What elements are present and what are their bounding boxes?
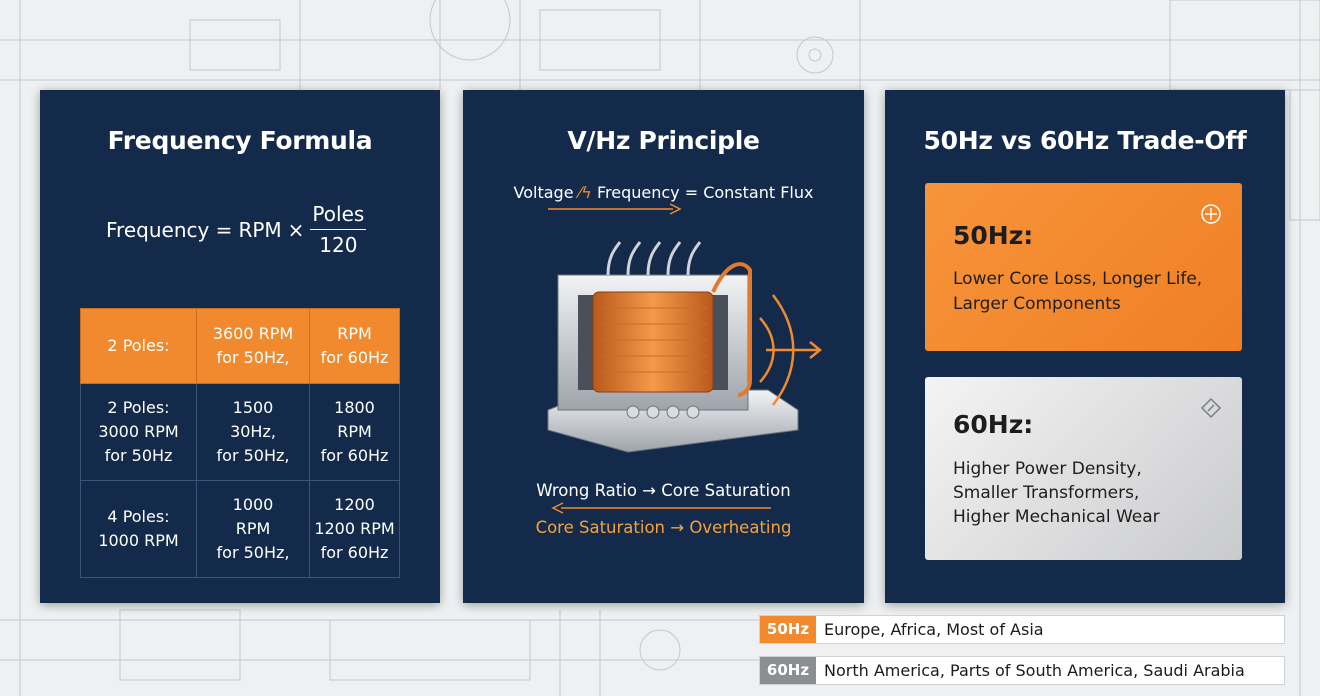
table-cell: 4 Poles: 1000 RPM <box>80 480 197 578</box>
table-header-row: 2 Poles: 3600 RPM for 50Hz, RPM for 60Hz <box>80 308 400 384</box>
fraction-numerator: Poles <box>310 202 367 230</box>
crosshair-icon <box>1201 204 1221 224</box>
card-line: Larger Components <box>953 294 1121 314</box>
table-cell: 1000 RPM for 50Hz, <box>196 480 310 578</box>
card-title: 60Hz: <box>953 410 1034 439</box>
cell-line: 3000 RPM <box>98 422 179 441</box>
cell-line: for 50Hz, <box>216 348 290 367</box>
equation-result: = Constant Flux <box>684 183 814 202</box>
legend-tag: 60Hz <box>760 657 816 684</box>
formula-times: × <box>287 217 305 242</box>
panel-title: V/Hz Principle <box>567 126 760 155</box>
wrong-ratio-text: Wrong Ratio → Core Saturation <box>536 481 791 500</box>
vhz-principle-panel: V/Hz Principle Voltage ⁄ϟ Frequency = Co… <box>463 90 864 603</box>
cell-line: RPM <box>337 422 372 441</box>
frequency-formula-panel: Frequency Formula Frequency = RPM × Pole… <box>40 90 440 603</box>
table-cell: 1500 30Hz, for 50Hz, <box>196 383 310 481</box>
frequency-formula: Frequency = RPM × Poles 120 <box>106 202 367 257</box>
cell-line: 1200 RPM <box>314 519 395 538</box>
legend-tag: 50Hz <box>760 616 816 643</box>
diamond-arrows-icon <box>1200 397 1222 419</box>
formula-rpm: RPM <box>238 217 282 242</box>
formula-fraction: Poles 120 <box>310 202 367 257</box>
cell-line: 1000 <box>232 495 274 514</box>
right-arrow-icon <box>548 203 682 215</box>
table-row: 4 Poles: 1000 RPM 1000 RPM for 50Hz, 120… <box>80 480 400 578</box>
left-arrow-icon <box>551 502 771 514</box>
equation-frequency: Frequency <box>596 183 680 202</box>
legend-text: Europe, Africa, Most of Asia <box>824 620 1044 639</box>
overheating-text: Core Saturation → Overheating <box>535 518 792 537</box>
table-header-cell: RPM for 60Hz <box>309 308 400 384</box>
rpm-table: 2 Poles: 3600 RPM for 50Hz, RPM for 60Hz… <box>80 308 400 578</box>
cell-line: for 50Hz, <box>216 543 290 562</box>
formula-left: Frequency = <box>106 217 233 242</box>
cell-line: 3600 RPM <box>212 324 294 343</box>
table-cell: 1800 RPM for 60Hz <box>309 383 400 481</box>
cell-line: 4 Poles: <box>107 507 170 526</box>
card-line: Smaller Transformers, <box>953 483 1140 503</box>
panel-title: 50Hz vs 60Hz Trade-Off <box>923 126 1247 155</box>
cell-line: 1000 RPM <box>98 531 179 550</box>
vhz-equation: Voltage ⁄ϟ Frequency = Constant Flux <box>463 183 864 202</box>
tradeoff-panel: 50Hz vs 60Hz Trade-Off 50Hz: Lower Core … <box>885 90 1285 603</box>
cell-line: 1800 <box>334 398 375 417</box>
card-line: Lower Core Loss, Longer Life, <box>953 269 1203 289</box>
cell-line: for 60Hz <box>320 348 389 367</box>
card-50hz: 50Hz: Lower Core Loss, Longer Life, Larg… <box>925 183 1242 351</box>
cell-line: RPM <box>235 519 271 538</box>
cell-line: for 50Hz, <box>216 446 290 465</box>
table-row: 2 Poles: 3000 RPM for 50Hz 1500 30Hz, fo… <box>80 383 400 481</box>
card-line: Higher Power Density, <box>953 459 1142 479</box>
cell-line: 2 Poles: <box>107 398 170 417</box>
cell-line: 30Hz, <box>230 422 276 441</box>
cell-line: RPM <box>337 324 372 343</box>
cell-line: for 60Hz <box>320 446 389 465</box>
transformer-icon <box>547 241 823 453</box>
equation-voltage: Voltage <box>513 183 574 202</box>
legend-text: North America, Parts of South America, S… <box>824 661 1245 680</box>
table-cell: 1200 1200 RPM for 60Hz <box>309 480 400 578</box>
table-header-cell: 2 Poles: <box>80 308 197 384</box>
table-header-cell: 3600 RPM for 50Hz, <box>196 308 310 384</box>
cell-line: 1500 <box>232 398 274 417</box>
cell-line: for 50Hz <box>104 446 173 465</box>
panel-title: Frequency Formula <box>107 126 373 155</box>
card-60hz: 60Hz: Higher Power Density, Smaller Tran… <box>925 377 1242 560</box>
slash-lightning-icon: ⁄ϟ <box>578 183 592 202</box>
table-cell: 2 Poles: 3000 RPM for 50Hz <box>80 383 197 481</box>
cell-line: 1200 <box>334 495 375 514</box>
card-title: 50Hz: <box>953 221 1034 250</box>
legend-50hz: 50Hz Europe, Africa, Most of Asia <box>759 615 1285 644</box>
fraction-denominator: 120 <box>319 233 358 257</box>
cell-line: for 60Hz <box>320 543 389 562</box>
legend-60hz: 60Hz North America, Parts of South Ameri… <box>759 656 1285 685</box>
card-line: Higher Mechanical Wear <box>953 507 1160 527</box>
cell-line: 2 Poles: <box>107 336 170 355</box>
